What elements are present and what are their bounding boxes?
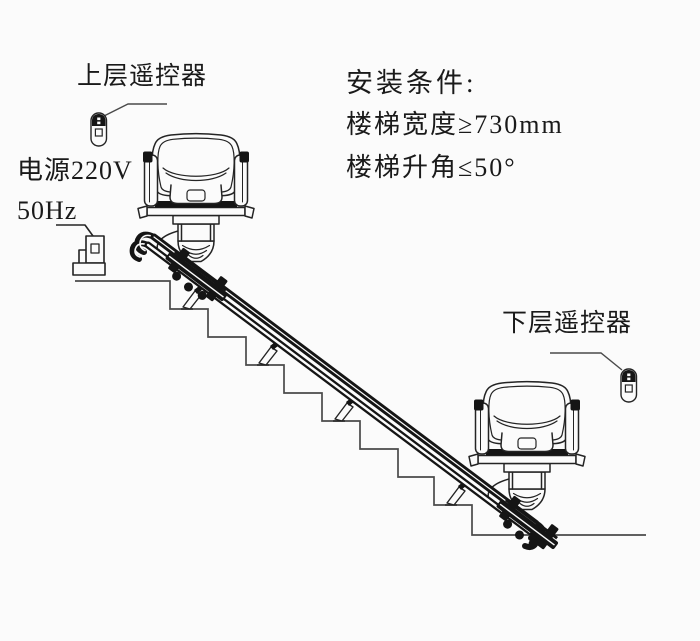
upper-remote-label: 上层遥控器 xyxy=(77,63,208,90)
rail-support-brackets xyxy=(180,285,467,506)
upper-chairlift-icon xyxy=(137,132,255,265)
staircase-profile xyxy=(75,280,646,536)
power-frequency-label: 50Hz xyxy=(17,196,78,225)
lower-chairlift-icon xyxy=(468,380,586,513)
power-voltage-label: 电源220V xyxy=(17,156,133,185)
lower-remote-label: 下层遥控器 xyxy=(502,310,633,337)
lower-remote-leader-line xyxy=(550,352,623,371)
power-outlet-icon xyxy=(56,224,106,276)
lower-remote-icon xyxy=(620,368,638,403)
condition-stair-width: 楼梯宽度≥730mm xyxy=(346,110,564,139)
condition-stair-angle: 楼梯升角≤50° xyxy=(346,153,517,182)
rail-bracket-icon xyxy=(256,341,279,366)
upper-remote-leader-line xyxy=(101,103,167,118)
stairlift-rail-icon xyxy=(129,231,546,550)
upper-remote-icon xyxy=(90,112,108,147)
install-conditions-title: 安装条件: xyxy=(346,68,477,98)
power-leader-line xyxy=(56,224,94,237)
